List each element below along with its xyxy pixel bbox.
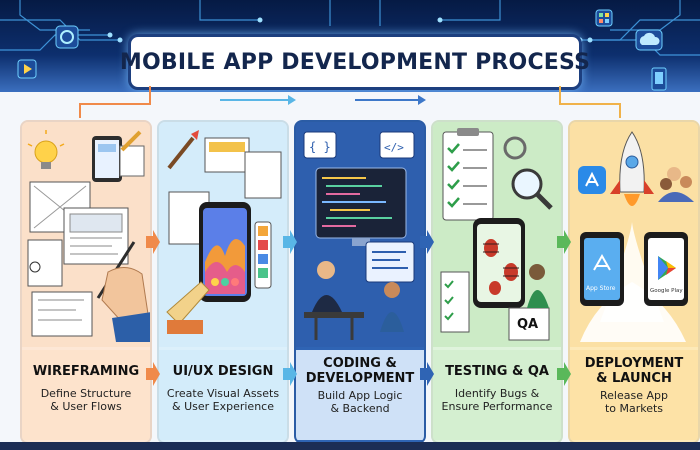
phone-design-icon [199, 202, 251, 302]
stage-description: Build App Logic & Backend [317, 389, 403, 415]
page-title: MOBILE APP DEVELOPMENT PROCESS [119, 49, 591, 75]
header-banner: MOBILE APP DEVELOPMENT PROCESS [0, 0, 700, 92]
pencil-hand-icon [96, 130, 150, 342]
stage-title: TESTING & QA [445, 364, 549, 379]
stage-label-uiux: UI/UX DESIGN Create Visual Assets & User… [159, 350, 287, 440]
stage-label-deployment: DEPLOYMENT & LAUNCH Release App to Marke… [570, 350, 698, 440]
stage-title: DEPLOYMENT & LAUNCH [584, 356, 684, 386]
color-swatch-icon [166, 221, 272, 334]
stage-testing-qa: QA TESTING & QA Identify Bugs & Ensure P… [431, 120, 563, 444]
stage-title: WIREFRAMING [32, 364, 140, 379]
svg-text:</>: </> [384, 141, 404, 154]
coding-illustration: { } </> [296, 122, 424, 347]
stage-uiux-design: UI/UX DESIGN Create Visual Assets & User… [157, 120, 289, 444]
stage-title: UI/UX DESIGN [172, 364, 274, 379]
flow-connectors [79, 86, 621, 118]
wireframing-illustration [22, 122, 150, 347]
svg-text:{ }: { } [309, 140, 331, 154]
magnifier-icon [511, 168, 553, 210]
stage-description: Release App to Markets [600, 389, 668, 415]
stage-label-wireframing: WIREFRAMING Define Structure & User Flow… [22, 350, 150, 440]
flow-arrow-icon [557, 230, 571, 254]
app-store-label: App Store [586, 285, 616, 292]
paintbrush-icon [167, 130, 199, 170]
stage-description: Identify Bugs & Ensure Performance [441, 387, 553, 413]
cloud-icon [635, 29, 663, 51]
google-play-icon: Google Play [644, 232, 688, 306]
uiux-illustration [159, 122, 287, 347]
stage-deployment-launch: App Store Google Play DEPLOYMENT & LAUNC… [568, 120, 700, 444]
checklist-icon [442, 128, 494, 221]
rocket-icon [610, 131, 654, 206]
stage-description: Define Structure & User Flows [40, 387, 132, 413]
stage-title: CODING & DEVELOPMENT [305, 356, 415, 386]
wireframe-sketch-icon [27, 181, 129, 287]
stage-label-coding: CODING & DEVELOPMENT Build App Logic & B… [296, 350, 424, 440]
monitor-code-icon [315, 167, 407, 246]
flow-arrow-icon [283, 230, 297, 254]
circuit-background [0, 0, 700, 91]
app-store-icon [578, 166, 606, 194]
deployment-illustration: App Store Google Play [570, 122, 698, 347]
flow-arrow-icon [557, 362, 571, 386]
gear-icon [55, 25, 79, 49]
phone-icon [651, 67, 667, 91]
title-box: MOBILE APP DEVELOPMENT PROCESS [120, 34, 590, 90]
lightbulb-icon [27, 130, 65, 169]
testing-illustration: QA [433, 122, 561, 347]
qa-badge: QA [517, 317, 538, 332]
flow-arrow-icon [420, 230, 434, 254]
stage-wireframing: WIREFRAMING Define Structure & User Flow… [20, 120, 152, 444]
bottom-bar [0, 442, 700, 450]
app-grid-icon [595, 9, 613, 27]
flow-arrow-icon [146, 230, 160, 254]
bug-icon [483, 239, 519, 295]
stage-label-testing: TESTING & QA Identify Bugs & Ensure Perf… [433, 350, 561, 440]
google-play-label: Google Play [650, 288, 683, 294]
play-icon [17, 59, 37, 79]
stage-description: Create Visual Assets & User Experience [166, 387, 280, 413]
flow-arrow-icon [420, 362, 434, 386]
stage-coding-development: { } </> [294, 120, 426, 444]
flow-arrow-icon [146, 362, 160, 386]
code-brackets-icon: { } </> [303, 131, 415, 159]
developer-icon [304, 261, 404, 340]
flow-arrow-icon [283, 362, 297, 386]
